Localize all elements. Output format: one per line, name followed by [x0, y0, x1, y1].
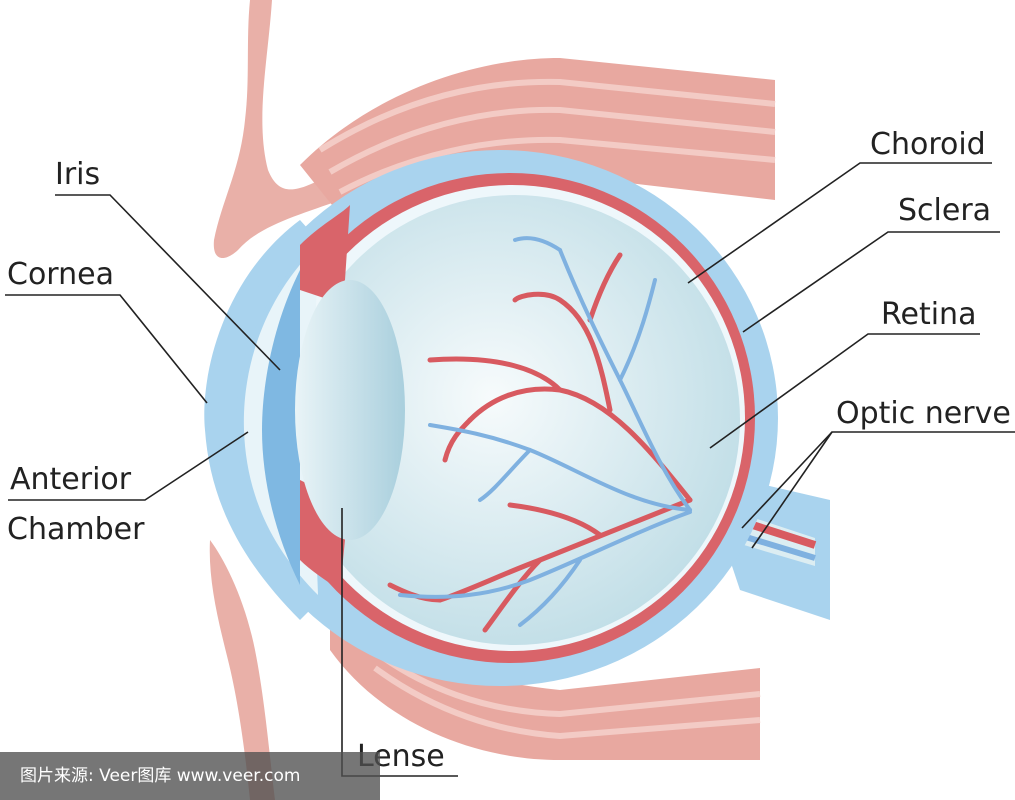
- leader-lines: [5, 162, 1015, 777]
- muscle-stripe: [328, 106, 776, 175]
- anterior-chamber-inner: [262, 270, 300, 585]
- lens: [295, 280, 405, 540]
- cornea: [204, 220, 320, 620]
- sclera-label: Sclera: [898, 193, 992, 228]
- muscle-stripe: [338, 136, 776, 195]
- cornea-leader-line: [5, 294, 208, 404]
- muscle-stripe: [373, 665, 761, 740]
- iris-upper: [300, 205, 350, 300]
- retina-label: Retina: [881, 297, 977, 332]
- sclera-leader-line: [742, 231, 1000, 333]
- retina-leader-line: [709, 333, 980, 449]
- retinal-veins: [398, 236, 692, 627]
- watermark-banner: 图片来源: Veer图库 www.veer.com: [0, 752, 380, 800]
- muscle-stripe: [318, 78, 776, 153]
- choroid-label: Choroid: [870, 127, 986, 162]
- iris-label: Iris: [55, 157, 101, 192]
- cornea-label: Cornea: [7, 257, 114, 292]
- optic-nerve-label: Optic nerve: [836, 396, 1011, 431]
- vitreous-body: [290, 195, 740, 645]
- inferior-rectus-muscle: [330, 600, 760, 760]
- chamber-label: Chamber: [7, 512, 145, 547]
- anterior-label: Anterior: [10, 462, 132, 497]
- iris-leader-line: [55, 194, 281, 371]
- lower-eyelid: [209, 540, 275, 800]
- optic-nerve-leader-line-2: [751, 431, 833, 549]
- anterior-chamber-leader-line: [8, 431, 249, 501]
- upper-eyelid: [213, 0, 340, 259]
- choroid-leader-line: [687, 162, 992, 284]
